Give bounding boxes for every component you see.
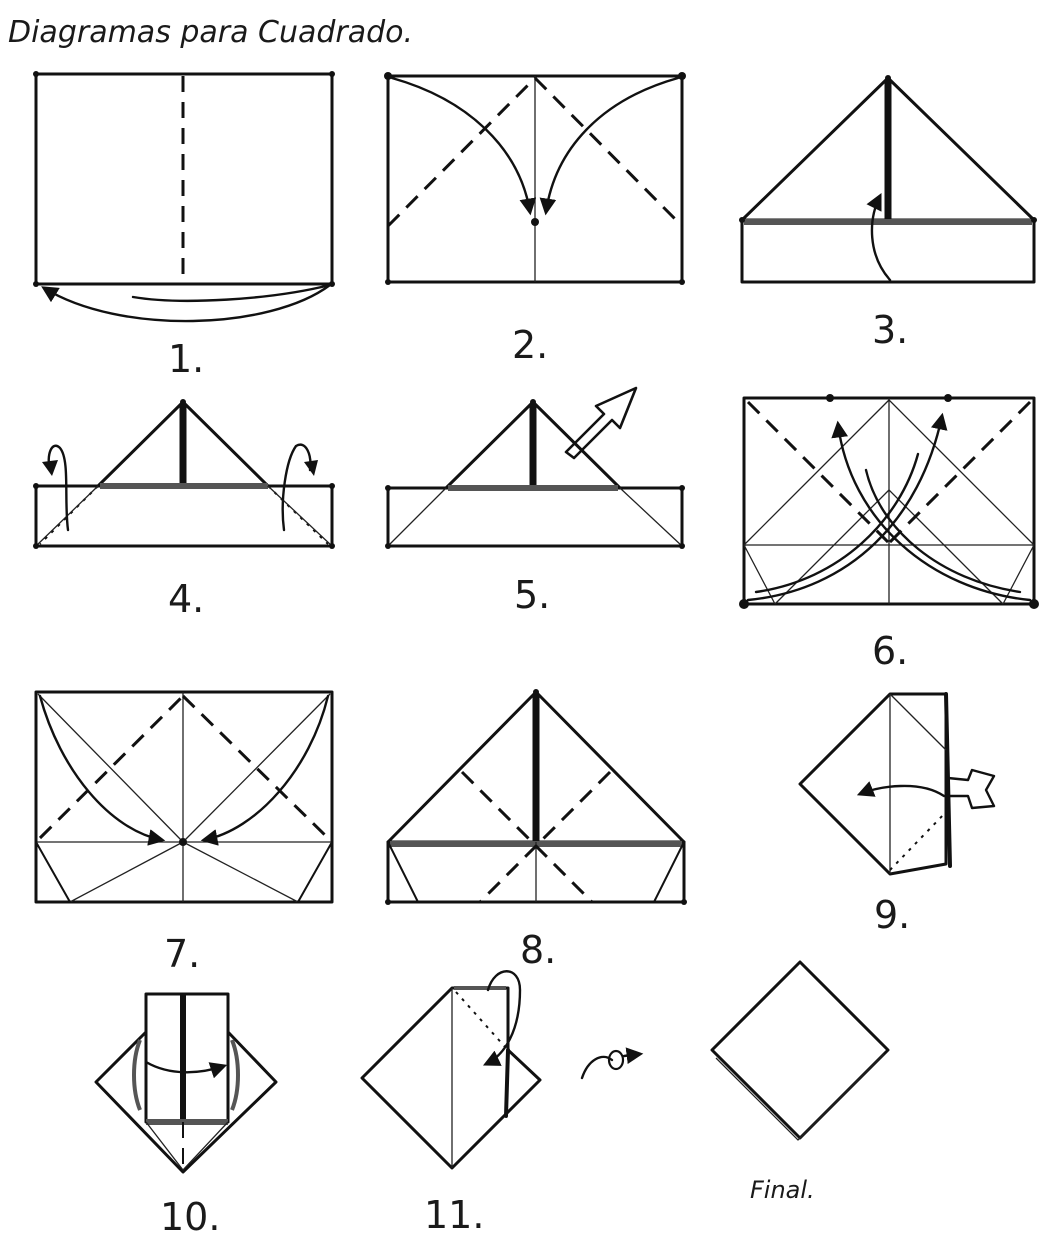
step-3-label: 3. xyxy=(872,308,908,352)
step-11-label: 11. xyxy=(424,1193,484,1237)
step-11-figure xyxy=(360,970,542,1170)
step-10-figure xyxy=(94,992,278,1174)
final-label: Final. xyxy=(750,1176,815,1204)
step-6-label: 6. xyxy=(872,629,908,673)
step-4-label: 4. xyxy=(168,577,204,621)
turn-over-arrow-icon xyxy=(580,1047,644,1080)
step-4-figure xyxy=(33,399,335,549)
step-1-figure xyxy=(33,71,335,323)
step-7-label: 7. xyxy=(164,932,200,976)
diagram-title: Diagramas para Cuadrado. xyxy=(8,15,413,50)
step-2-label: 2. xyxy=(512,323,548,367)
step-2-figure xyxy=(384,72,686,285)
step-5-label: 5. xyxy=(514,573,550,617)
final-figure xyxy=(710,960,890,1141)
step-8-label: 8. xyxy=(520,928,556,972)
step-9-figure xyxy=(798,692,996,876)
step-10-label: 10. xyxy=(160,1195,220,1239)
step-8-figure xyxy=(385,689,687,905)
step-3-figure xyxy=(739,75,1037,284)
step-6-figure xyxy=(739,394,1039,609)
step-7-figure xyxy=(34,690,334,904)
step-9-label: 9. xyxy=(874,893,910,937)
step-5-figure xyxy=(385,386,685,549)
step-1-label: 1. xyxy=(168,337,204,381)
